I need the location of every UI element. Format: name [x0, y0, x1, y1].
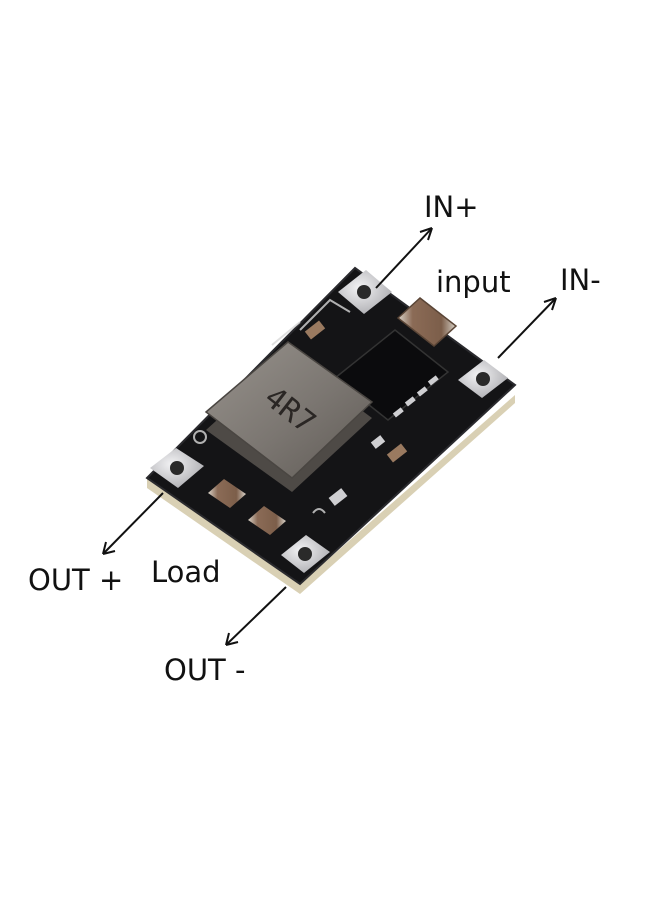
- arrow-out-minus: [225, 586, 287, 646]
- smd-components: [304, 320, 408, 506]
- label-out-plus: OUT +: [28, 563, 124, 597]
- annotation-arrows: [102, 227, 557, 646]
- silkscreen: [193, 298, 351, 514]
- label-load: Load: [151, 555, 221, 589]
- label-input: input: [436, 265, 511, 299]
- arrow-in-minus: [497, 297, 557, 359]
- label-in-plus: IN+: [424, 190, 479, 224]
- pad-in-plus: [338, 270, 392, 314]
- output-capacitors: [208, 479, 286, 535]
- label-in-minus: IN-: [560, 263, 601, 297]
- label-out-minus: OUT -: [164, 653, 246, 687]
- arrow-out-plus: [102, 492, 164, 555]
- pad-in-minus: [458, 360, 508, 398]
- pad-out-plus: [150, 448, 204, 488]
- arrow-in-plus: [375, 227, 433, 289]
- pcb-edge: [147, 395, 515, 594]
- power-inductor: 4R7: [204, 341, 374, 492]
- pad-out-minus: [281, 535, 330, 573]
- mounting-pads: [150, 270, 508, 573]
- input-capacitor: [396, 297, 458, 347]
